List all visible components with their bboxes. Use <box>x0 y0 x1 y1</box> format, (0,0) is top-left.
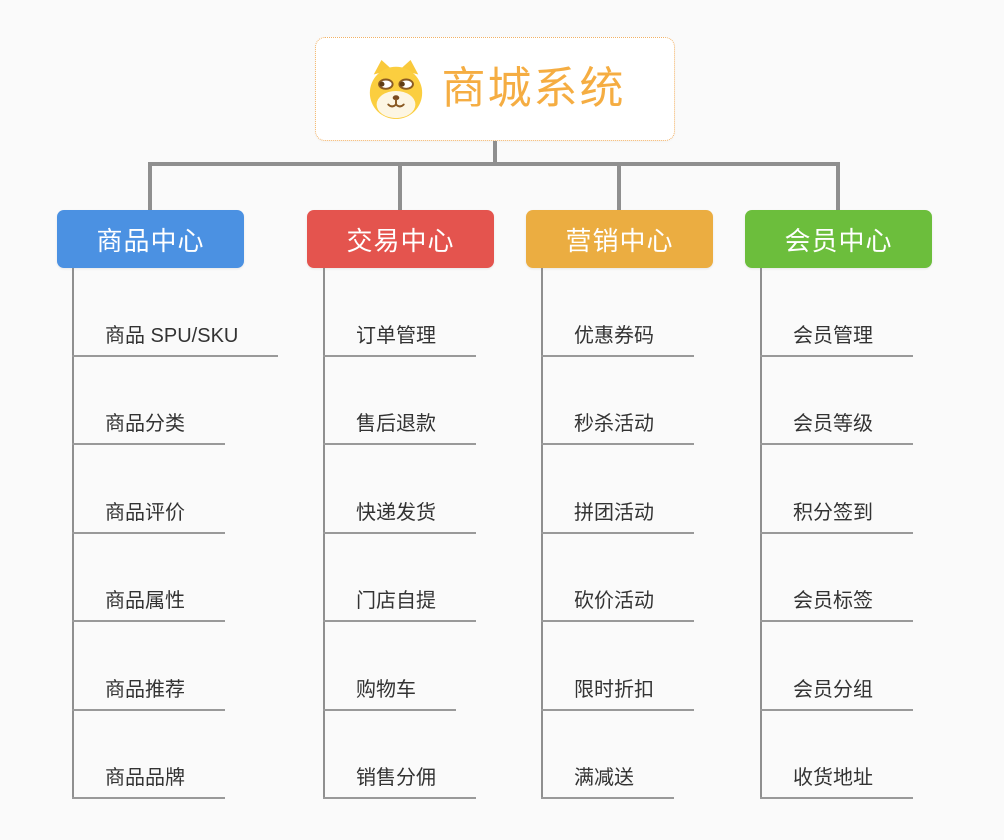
branch-node-product-center[interactable]: 商品中心 <box>57 210 244 268</box>
connector-bus <box>148 162 840 166</box>
child-topic[interactable]: 商品推荐 <box>72 622 225 711</box>
connector-trunk <box>323 268 325 799</box>
child-topic[interactable]: 快递发货 <box>323 445 476 534</box>
child-topic[interactable]: 会员管理 <box>760 268 913 357</box>
branch-children-column-member: 会员管理 会员等级 积分签到 会员标签 会员分组 收货地址 <box>760 268 913 799</box>
child-topic[interactable]: 秒杀活动 <box>541 357 694 445</box>
branch-node-member-center[interactable]: 会员中心 <box>745 210 932 268</box>
root-title: 商城系统 <box>441 64 626 113</box>
connector-trunk <box>541 268 543 799</box>
child-topic[interactable]: 销售分佣 <box>323 711 476 799</box>
child-topic[interactable]: 门店自提 <box>323 534 476 622</box>
branch-children-column-trade: 订单管理 售后退款 快递发货 门店自提 购物车 销售分佣 <box>323 268 476 799</box>
connector-trunk <box>72 268 74 799</box>
child-topic[interactable]: 商品分类 <box>72 357 225 445</box>
child-topic[interactable]: 限时折扣 <box>541 622 694 711</box>
connector-drop <box>398 162 402 210</box>
branch-children-column-product: 商品 SPU/SKU 商品分类 商品评价 商品属性 商品推荐 商品品牌 <box>72 268 279 799</box>
child-topic[interactable]: 购物车 <box>323 622 456 711</box>
connector-trunk <box>760 268 762 799</box>
root-node[interactable]: 商城系统 <box>315 37 675 141</box>
child-topic[interactable]: 商品属性 <box>72 534 225 622</box>
connector-drop <box>148 162 152 210</box>
child-topic[interactable]: 商品评价 <box>72 445 225 534</box>
child-topic[interactable]: 会员标签 <box>760 534 913 622</box>
branch-children-column-marketing: 优惠券码 秒杀活动 拼团活动 砍价活动 限时折扣 满减送 <box>541 268 694 799</box>
connector-root-stub <box>493 141 497 164</box>
child-topic[interactable]: 优惠券码 <box>541 268 694 357</box>
branch-node-trade-center[interactable]: 交易中心 <box>307 210 494 268</box>
child-topic[interactable]: 积分签到 <box>760 445 913 534</box>
branch-node-marketing-center[interactable]: 营销中心 <box>526 210 713 268</box>
child-topic[interactable]: 商品品牌 <box>72 711 225 799</box>
child-topic[interactable]: 收货地址 <box>760 711 913 799</box>
child-topic[interactable]: 拼团活动 <box>541 445 694 534</box>
child-topic[interactable]: 商品 SPU/SKU <box>72 268 279 357</box>
connector-drop <box>617 162 621 210</box>
child-topic[interactable]: 会员等级 <box>760 357 913 445</box>
child-topic[interactable]: 售后退款 <box>323 357 476 445</box>
shiba-dog-icon <box>369 59 422 120</box>
child-topic[interactable]: 订单管理 <box>323 268 476 357</box>
child-topic[interactable]: 满减送 <box>541 711 674 799</box>
connector-drop <box>836 162 840 210</box>
child-topic[interactable]: 会员分组 <box>760 622 913 711</box>
child-topic[interactable]: 砍价活动 <box>541 534 694 622</box>
